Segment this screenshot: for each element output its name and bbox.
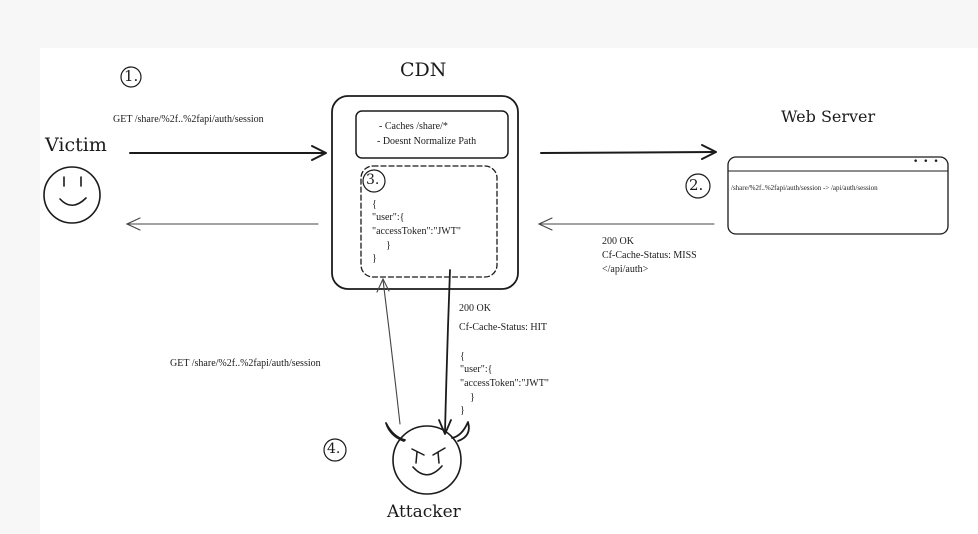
cdn-title: CDN <box>400 59 447 81</box>
cdn-response-json-line: } <box>460 405 465 416</box>
cdn-rule-normalize: - Doesnt Normalize Path <box>377 136 477 147</box>
attacker-label: Attacker <box>387 502 461 522</box>
server-response-cache: Cf-Cache-Status: MISS <box>602 250 697 261</box>
cdn-response-json-line: "accessToken":"JWT" <box>460 378 549 389</box>
step-4-label: 4. <box>327 441 341 457</box>
window-dots-icon: • • • <box>913 157 940 167</box>
cached-json-line: "accessToken":"JWT" <box>372 226 461 237</box>
victim-response-arrow <box>125 217 319 231</box>
cached-json-line: { <box>372 199 377 210</box>
cached-json-line: "user":{ <box>372 212 405 223</box>
cdn-response-cache: Cf-Cache-Status: HIT <box>459 322 548 333</box>
attacker-request-arrow <box>376 277 401 425</box>
step-2-label: 2. <box>689 176 704 194</box>
step-3-circle <box>362 169 386 193</box>
attacker-request-label: GET /share/%2f..%2fapi/auth/session <box>170 358 321 369</box>
step-3-label: 3. <box>366 172 380 188</box>
step-4-circle <box>323 438 347 462</box>
cdn-response-json-line: } <box>470 392 475 403</box>
cdn-response-status: 200 OK <box>459 303 491 314</box>
web-server-title: Web Server <box>781 107 876 126</box>
step-2-circle <box>685 173 711 199</box>
diagram-paper <box>40 48 978 534</box>
web-server-window <box>727 156 949 235</box>
victim-request-arrow <box>129 145 327 161</box>
cdn-response-arrow <box>438 269 452 435</box>
attacker-devil-icon <box>385 421 470 495</box>
server-response-arrow <box>537 217 715 231</box>
cached-json-line: } <box>386 240 391 251</box>
cdn-cache-box <box>360 165 498 278</box>
server-response-body: </api/auth> <box>602 264 649 275</box>
cdn-rule-caches: - Caches /share/* <box>379 121 448 132</box>
cdn-response-json-line: { <box>460 351 465 362</box>
cdn-forward-arrow <box>540 144 717 160</box>
cached-json-line: } <box>372 253 377 264</box>
victim-face-icon <box>43 166 101 224</box>
server-rewrite-text: /share/%2f..%2fapi/auth/session -> /api/… <box>731 184 878 192</box>
step-1-circle <box>120 66 142 88</box>
server-response-status: 200 OK <box>602 236 634 247</box>
victim-label: Victim <box>45 134 107 156</box>
cdn-box <box>331 95 519 290</box>
victim-request-label: GET /share/%2f..%2fapi/auth/session <box>113 114 264 125</box>
cdn-rules-box <box>355 110 509 159</box>
cdn-response-json-line: "user":{ <box>460 364 493 375</box>
step-1-label: 1. <box>124 67 139 85</box>
